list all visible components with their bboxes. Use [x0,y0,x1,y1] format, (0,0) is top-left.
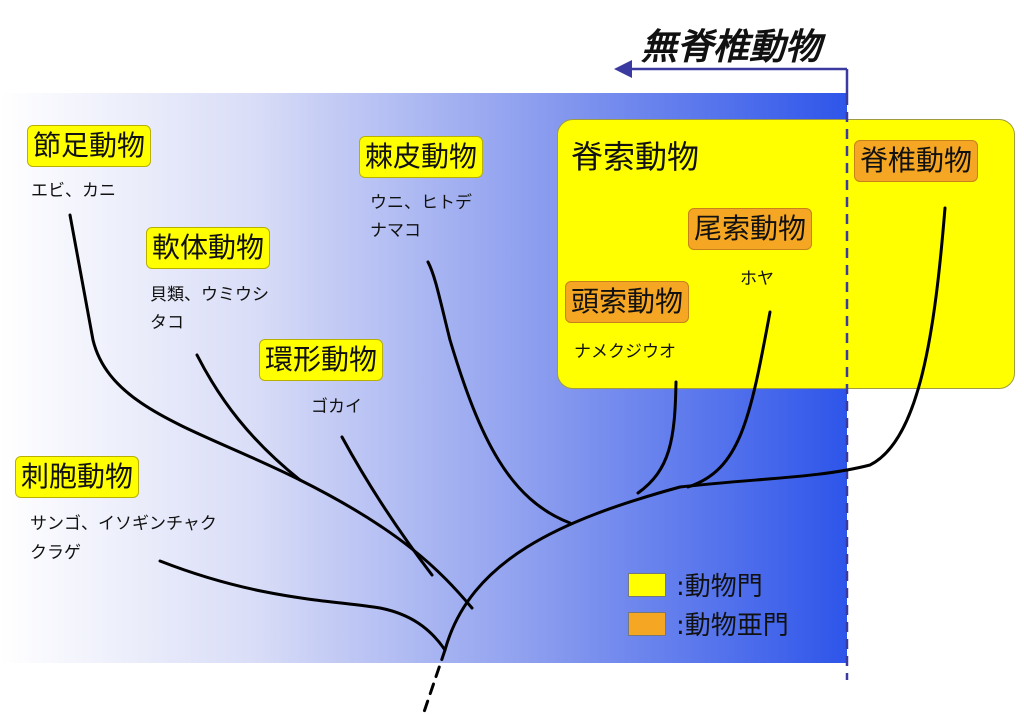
legend-phylum-text: :動物門 [676,572,763,602]
cephalochordata-branch [636,380,678,495]
cnidaria-examples-2: クラゲ [30,543,81,563]
legend-phylum-swatch [628,573,666,597]
vertebrata-label: 脊椎動物 [854,140,979,182]
legend-subphylum-swatch [628,612,666,636]
cnidaria-examples-1: サンゴ、イソギンチャク [30,514,217,534]
trunk-branch [443,206,947,652]
mollusca-examples-1: 貝類、ウミウシ [150,285,269,305]
arthropoda-label: 節足動物 [27,125,152,167]
cephalochordata-label: 頭索動物 [565,281,690,323]
echinodermata-label: 棘皮動物 [359,136,484,178]
arthropoda-branch [68,213,302,482]
invertebrate-arrow-head [614,60,632,78]
echinodermata-branch [426,260,572,525]
root-branch [421,648,447,715]
urochordata-branch [686,310,772,489]
arthropoda-examples: エビ、カニ [31,181,116,201]
mollusca-examples-2: タコ [150,313,184,333]
mollusca-branch [195,353,302,482]
legend-subphylum-text: :動物亜門 [676,611,789,641]
chordata-label: 脊索動物 [571,138,700,176]
bundle-branch [298,478,474,610]
urochordata-examples: ホヤ [740,269,774,289]
echinodermata-examples-2: ナマコ [370,221,421,241]
cephalochordata-examples: ナメクジウオ [574,342,676,362]
annelida-branch [340,435,434,577]
annelida-examples: ゴカイ [311,397,362,417]
echinodermata-examples-1: ウニ、ヒトデ [370,193,472,213]
cnidaria-label: 刺胞動物 [15,456,140,498]
urochordata-label: 尾索動物 [688,208,813,250]
annelida-label: 環形動物 [259,339,384,381]
cnidaria-branch [158,559,447,652]
invertebrate-title: 無脊椎動物 [641,27,822,68]
mollusca-label: 軟体動物 [146,227,271,269]
